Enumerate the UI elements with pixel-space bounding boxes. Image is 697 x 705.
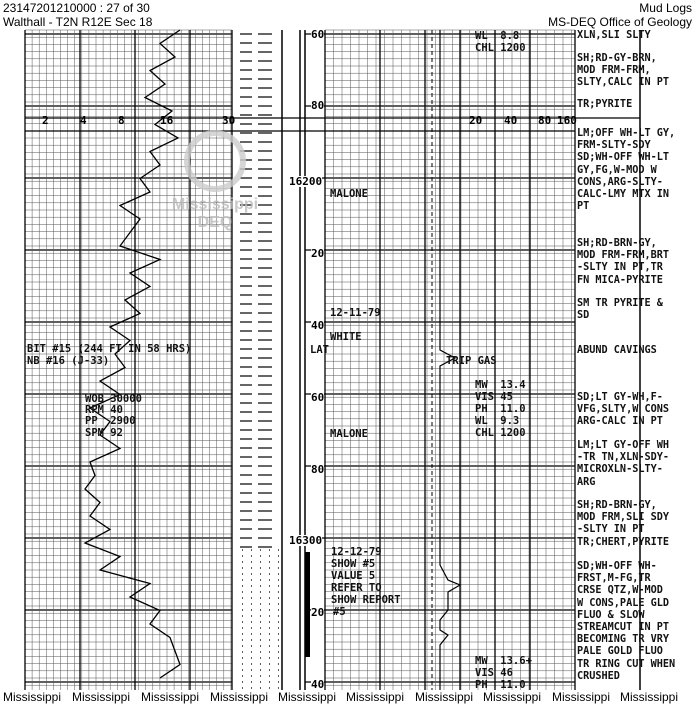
depth-label: 16200: [289, 175, 323, 188]
watermark-text: Mississippi: [278, 690, 337, 704]
show-interval-bar: [305, 552, 310, 657]
mud-property: WL 8.8: [475, 30, 520, 42]
show-note: SHOW #5: [331, 558, 376, 570]
depth-label: 60: [311, 391, 325, 404]
lithology-description: LM;OFF WH-LT GY, FRM-SLTY-SDY SD;WH-OFF …: [577, 128, 676, 213]
lithology-description: SH;RD-BRN-GY, MOD FRM,SLI SDY -SLTY IN P…: [577, 500, 670, 548]
show-number: #5: [333, 606, 346, 618]
depth-label: 80: [311, 99, 325, 112]
lithology-description: ABUND CAVINGS: [577, 345, 657, 356]
mud-property: PH 11.0: [475, 403, 526, 415]
watermark-text: Mississippi: [620, 690, 679, 704]
mud-property: VIS 45: [475, 391, 513, 403]
scale-label: 80: [538, 114, 552, 127]
watermark-text: Mississippi: [72, 690, 131, 704]
lithology-description: XLN,SLI SLTY: [577, 30, 651, 41]
total-gas-curve: [439, 30, 462, 690]
mud-property: VIS 46: [475, 667, 513, 679]
rpm-note: RPM 40: [85, 404, 123, 416]
depth-label: 40: [311, 319, 325, 332]
scale-label: 160: [557, 114, 577, 127]
formation-top: MALONE: [330, 428, 368, 440]
document-type: Mud Logs: [639, 1, 692, 15]
watermark-text: Mississippi: [415, 690, 474, 704]
show-value: VALUE 5: [331, 570, 376, 582]
scale-label: 8: [118, 114, 125, 127]
depth-label: 40: [311, 678, 325, 691]
spm-note: SPM 92: [85, 427, 123, 439]
mud-property: CHL 1200: [475, 42, 526, 54]
lithology-description: SD;WH-OFF WH- FRST,M-FG,TR CRSE QTZ,W-MO…: [577, 561, 676, 682]
new-bit-note: NB #16 (J-33): [27, 355, 110, 367]
scale-label: 30: [222, 114, 236, 127]
date-note: 12-12-79: [331, 546, 382, 558]
scale-label: 20: [469, 114, 483, 127]
penetration-rate-curve: [83, 29, 181, 679]
watermark-text: Mississippi: [552, 690, 611, 704]
watermark-text: Mississippi: [3, 690, 62, 704]
agency-name: MS-DEQ Office of Geology: [548, 15, 692, 29]
depth-label: 60: [311, 28, 325, 41]
depth-label: 16300: [289, 534, 323, 547]
scale-label: 16: [160, 114, 174, 127]
mdeq-watermark-logo: Mississippi DEQ: [160, 130, 270, 232]
formation-top: MALONE: [330, 188, 368, 200]
lithology-description: LM;LT GY-OFF WH -TR TN,XLN-SDY- MICROXLN…: [577, 440, 670, 488]
pp-note: PP 2900: [85, 415, 136, 427]
scale-label: 2: [42, 114, 49, 127]
watermark-text: Mississippi: [483, 690, 542, 704]
depth-label: 20: [311, 247, 325, 260]
watermark-text: Mississippi: [141, 690, 200, 704]
lithology-description: TR;PYRITE: [577, 99, 633, 110]
mud-property: CHL 1200: [475, 427, 526, 439]
document-id: 23147201210000 : 27 of 30: [3, 1, 150, 15]
scale-label: 40: [504, 114, 518, 127]
lithology-description: SM TR PYRITE & SD: [577, 298, 663, 322]
mud-property: MW 13.6+: [475, 655, 532, 667]
lithology-description: SH;RD-GY-BRN, MOD FRM-FRM, SLTY,CALC IN …: [577, 53, 670, 89]
watermark-text: Mississippi: [210, 690, 269, 704]
show-report-note: SHOW REPORT: [331, 594, 401, 606]
mud-property: WL 9.3: [475, 415, 520, 427]
refer-note: REFER TO: [331, 582, 382, 594]
lithology-description: SD;LT GY-WH,F- VFG,SLTY,W CONS ARG-CALC …: [577, 392, 670, 428]
logo-text: Mississippi: [171, 196, 259, 213]
mud-property: MW 13.4: [475, 379, 526, 391]
mud-property: PH 11.0: [475, 679, 526, 691]
bit-note: BIT #15 (244 FT IN 58 HRS): [27, 343, 192, 355]
well-location: Walthall - T2N R12E Sec 18: [3, 15, 153, 29]
wob-note: WOB 30000: [85, 393, 142, 405]
logo-text: DEQ: [197, 214, 233, 231]
formation-top: WHITE: [330, 331, 362, 343]
lat-note: LAT: [310, 344, 329, 356]
trip-gas-note: TRIP GAS: [446, 355, 497, 367]
logo-circle-icon: [184, 130, 246, 192]
date-note: 12-11-79: [330, 307, 381, 319]
depth-label: 20: [311, 606, 325, 619]
scale-label: 4: [80, 114, 87, 127]
lithology-description: SH;RD-BRN-GY, MOD FRM-FRM,BRT -SLTY IN P…: [577, 238, 670, 286]
depth-label: 80: [311, 463, 325, 476]
watermark-text: Mississippi: [346, 690, 405, 704]
